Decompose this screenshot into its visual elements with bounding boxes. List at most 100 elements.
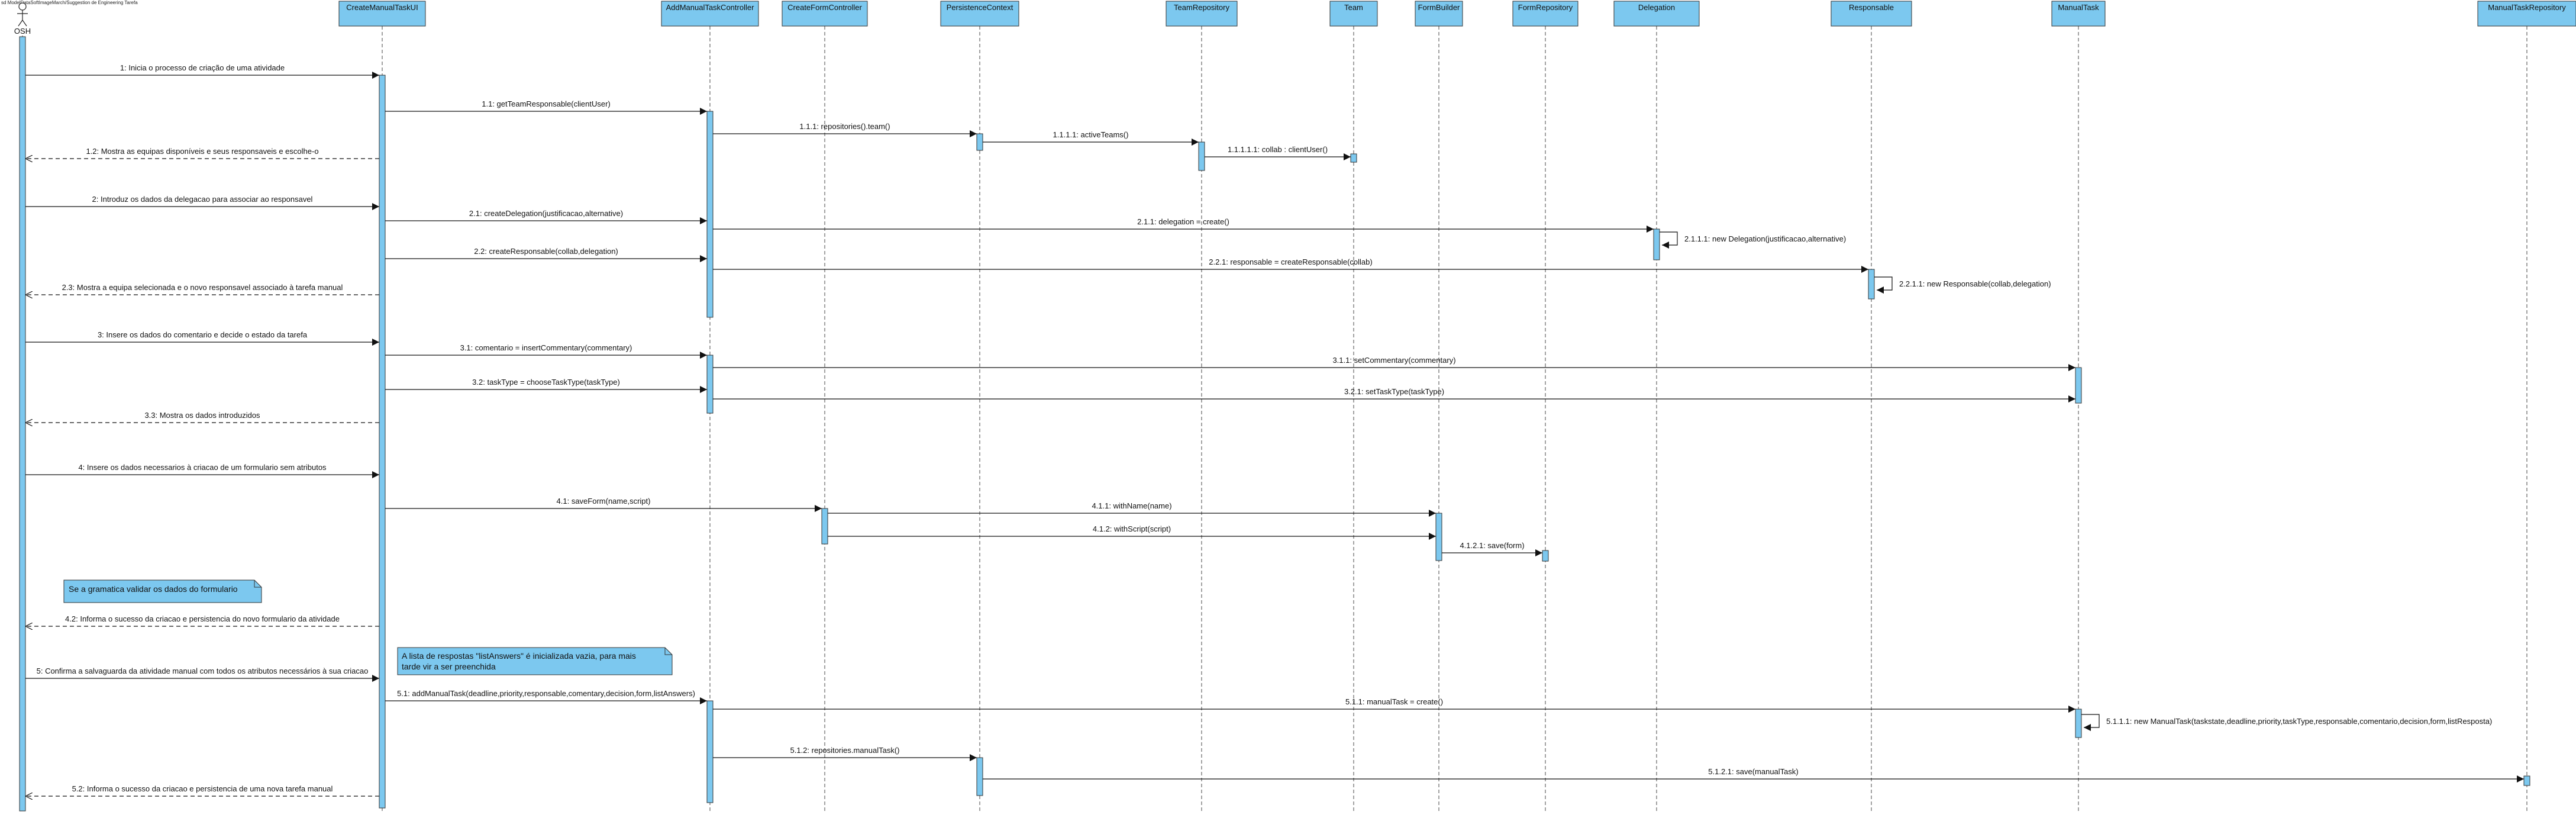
participant-heads: OSH CreateManualTaskUI AddManualTaskCont… [14,1,2576,36]
activation-bar-team [1350,153,1357,163]
activation-bar-mtr [2523,775,2530,786]
activation-bar-amc [706,111,714,318]
diagram-title: sd ModelDataSoftImageMarch/Suggestion de… [1,0,138,5]
activation-bar-mt [2075,709,2082,738]
message-label: 3.1: comentario = insertCommentary(comme… [460,343,632,352]
participant-cfc: CreateFormController [782,1,868,27]
actor-head-icon [18,2,27,11]
activation-bar-del [1653,228,1660,260]
message-label: 4.1.2.1: save(form) [1460,541,1524,550]
participant-box [338,1,426,27]
participant-box [2051,1,2106,27]
message-label: 5: Confirma a salvaguarda da atividade m… [37,667,369,675]
activation-bar-actor [19,36,26,812]
message-label: 2.3: Mostra a equipa selecionada e o nov… [62,283,343,292]
participant-pc: PersistenceContext [940,1,1019,27]
participant-box [1166,1,1238,27]
activation-bars [19,36,2530,812]
actor-leg-left-icon [18,20,23,27]
note-text-line: tarde vir a ser preenchida [402,662,496,671]
activation-bar-amc [706,700,714,803]
participant-name: ManualTaskRepository [2488,3,2566,12]
self-message-arrow [1660,231,1678,249]
activation-bar-fb [1435,513,1442,561]
message-label: 2: Introduz os dados da delegacao para a… [92,195,313,204]
message-label: 2.2.1: responsable = createResponsable(c… [1209,257,1372,266]
message-label: 5.1: addManualTask(deadline,priority,res… [397,689,695,698]
notes-layer: Se a gramatica validar os dados do formu… [63,579,673,675]
participant-resp: Responsable [1831,1,1912,27]
participant-mtr: ManualTaskRepository [2477,1,2576,27]
participant-box [1831,1,1912,27]
message-label: 1.1.1.1.1: collab : clientUser() [1228,145,1328,154]
activation-bar-tr [1198,141,1205,171]
note-text-line: A lista de respostas "listAnswers" é ini… [402,651,636,661]
note-shape [63,579,262,603]
message-label: 4.2: Informa o sucesso da criacao e pers… [65,614,340,623]
message-label: 1.1.1: repositories().team() [799,122,890,131]
participant-amc: AddManualTaskController [661,1,759,27]
participant-box [1512,1,1578,27]
message-label: 5.1.2: repositories.manualTask() [790,746,900,755]
participant-team: Team [1329,1,1378,27]
message-label: 1.1.1.1: activeTeams() [1053,130,1129,139]
message-label: 4.1: saveForm(name,script) [557,497,651,506]
message-label: 3.2.1: setTaskType(taskType) [1344,387,1444,396]
message-label: 5.1.2.1: save(manualTask) [1708,767,1798,776]
participant-box [1613,1,1700,27]
message-label: 4.1.2: withScript(script) [1093,524,1171,533]
activation-bar-mt [2075,367,2082,404]
self-message-label: 5.1.1.1: new ManualTask(taskstate,deadli… [2106,717,2492,726]
self-message-arrow [2081,714,2100,731]
participant-mt: ManualTask [2051,1,2106,27]
message-label: 3: Insere os dados do comentario e decid… [98,330,308,339]
participant-name: Team [1344,3,1363,12]
messages-layer: 1: Inicia o processo de criação de uma a… [25,63,2524,796]
activation-bar-pc [976,133,983,151]
actor-figure: OSH [14,2,31,36]
message-label: 1.2: Mostra as equipas disponíveis e seu… [86,147,318,156]
activation-bar-pc [976,757,983,796]
message-label: 3.3: Mostra os dados introduzidos [144,411,260,420]
participant-box [661,1,759,27]
message-label: 5.1.1: manualTask = create() [1345,697,1443,706]
note-shape [397,647,673,675]
participant-name: Delegation [1638,3,1675,12]
message-label: 4: Insere os dados necessarios à criacao… [78,463,327,472]
note-list-answers: A lista de respostas "listAnswers" é ini… [397,647,673,675]
participant-name: CreateFormController [787,3,862,12]
participant-box [1329,1,1378,27]
participant-name: FormBuilder [1418,3,1460,12]
message-label: 1: Inicia o processo de criação de uma a… [120,63,285,72]
activation-bar-resp [1868,269,1875,300]
self-message-label: 2.2.1.1: new Responsable(collab,delegati… [1899,279,2051,288]
participant-del: Delegation [1613,1,1700,27]
participant-name: AddManualTaskController [666,3,755,12]
note-fold [254,580,262,588]
participant-name: FormRepository [1518,3,1573,12]
participant-box [940,1,1019,27]
participant-ui: CreateManualTaskUI [338,1,426,27]
message-label: 1.1: getTeamResponsable(clientUser) [482,99,611,108]
participant-fr: FormRepository [1512,1,1578,27]
self-message-arrow [1874,276,1893,294]
participant-name: CreateManualTaskUI [346,3,418,12]
participant-box [2477,1,2576,27]
message-label: 3.1.1: setCommentary(commentary) [1332,356,1455,365]
activation-bar-fr [1542,550,1549,562]
message-label: 2.2: createResponsable(collab,delegation… [474,247,618,256]
participant-name: TeamRepository [1174,3,1229,12]
participant-tr: TeamRepository [1166,1,1238,27]
self-message-label: 2.1.1.1: new Delegation(justificacao,alt… [1684,234,1846,243]
message-label: 2.1: createDelegation(justificacao,alter… [469,209,623,218]
activation-bar-amc [706,355,714,414]
participant-box [1415,1,1463,27]
participant-name: Responsable [1849,3,1894,12]
message-label: 2.1.1: delegation = create() [1137,217,1229,226]
note-fold [664,648,672,655]
note-grammar-validation: Se a gramatica validar os dados do formu… [63,579,262,603]
message-label: 3.2: taskType = chooseTaskType(taskType) [472,378,620,387]
message-label: 4.1.1: withName(name) [1092,501,1171,510]
activation-bar-cfc [821,508,828,545]
